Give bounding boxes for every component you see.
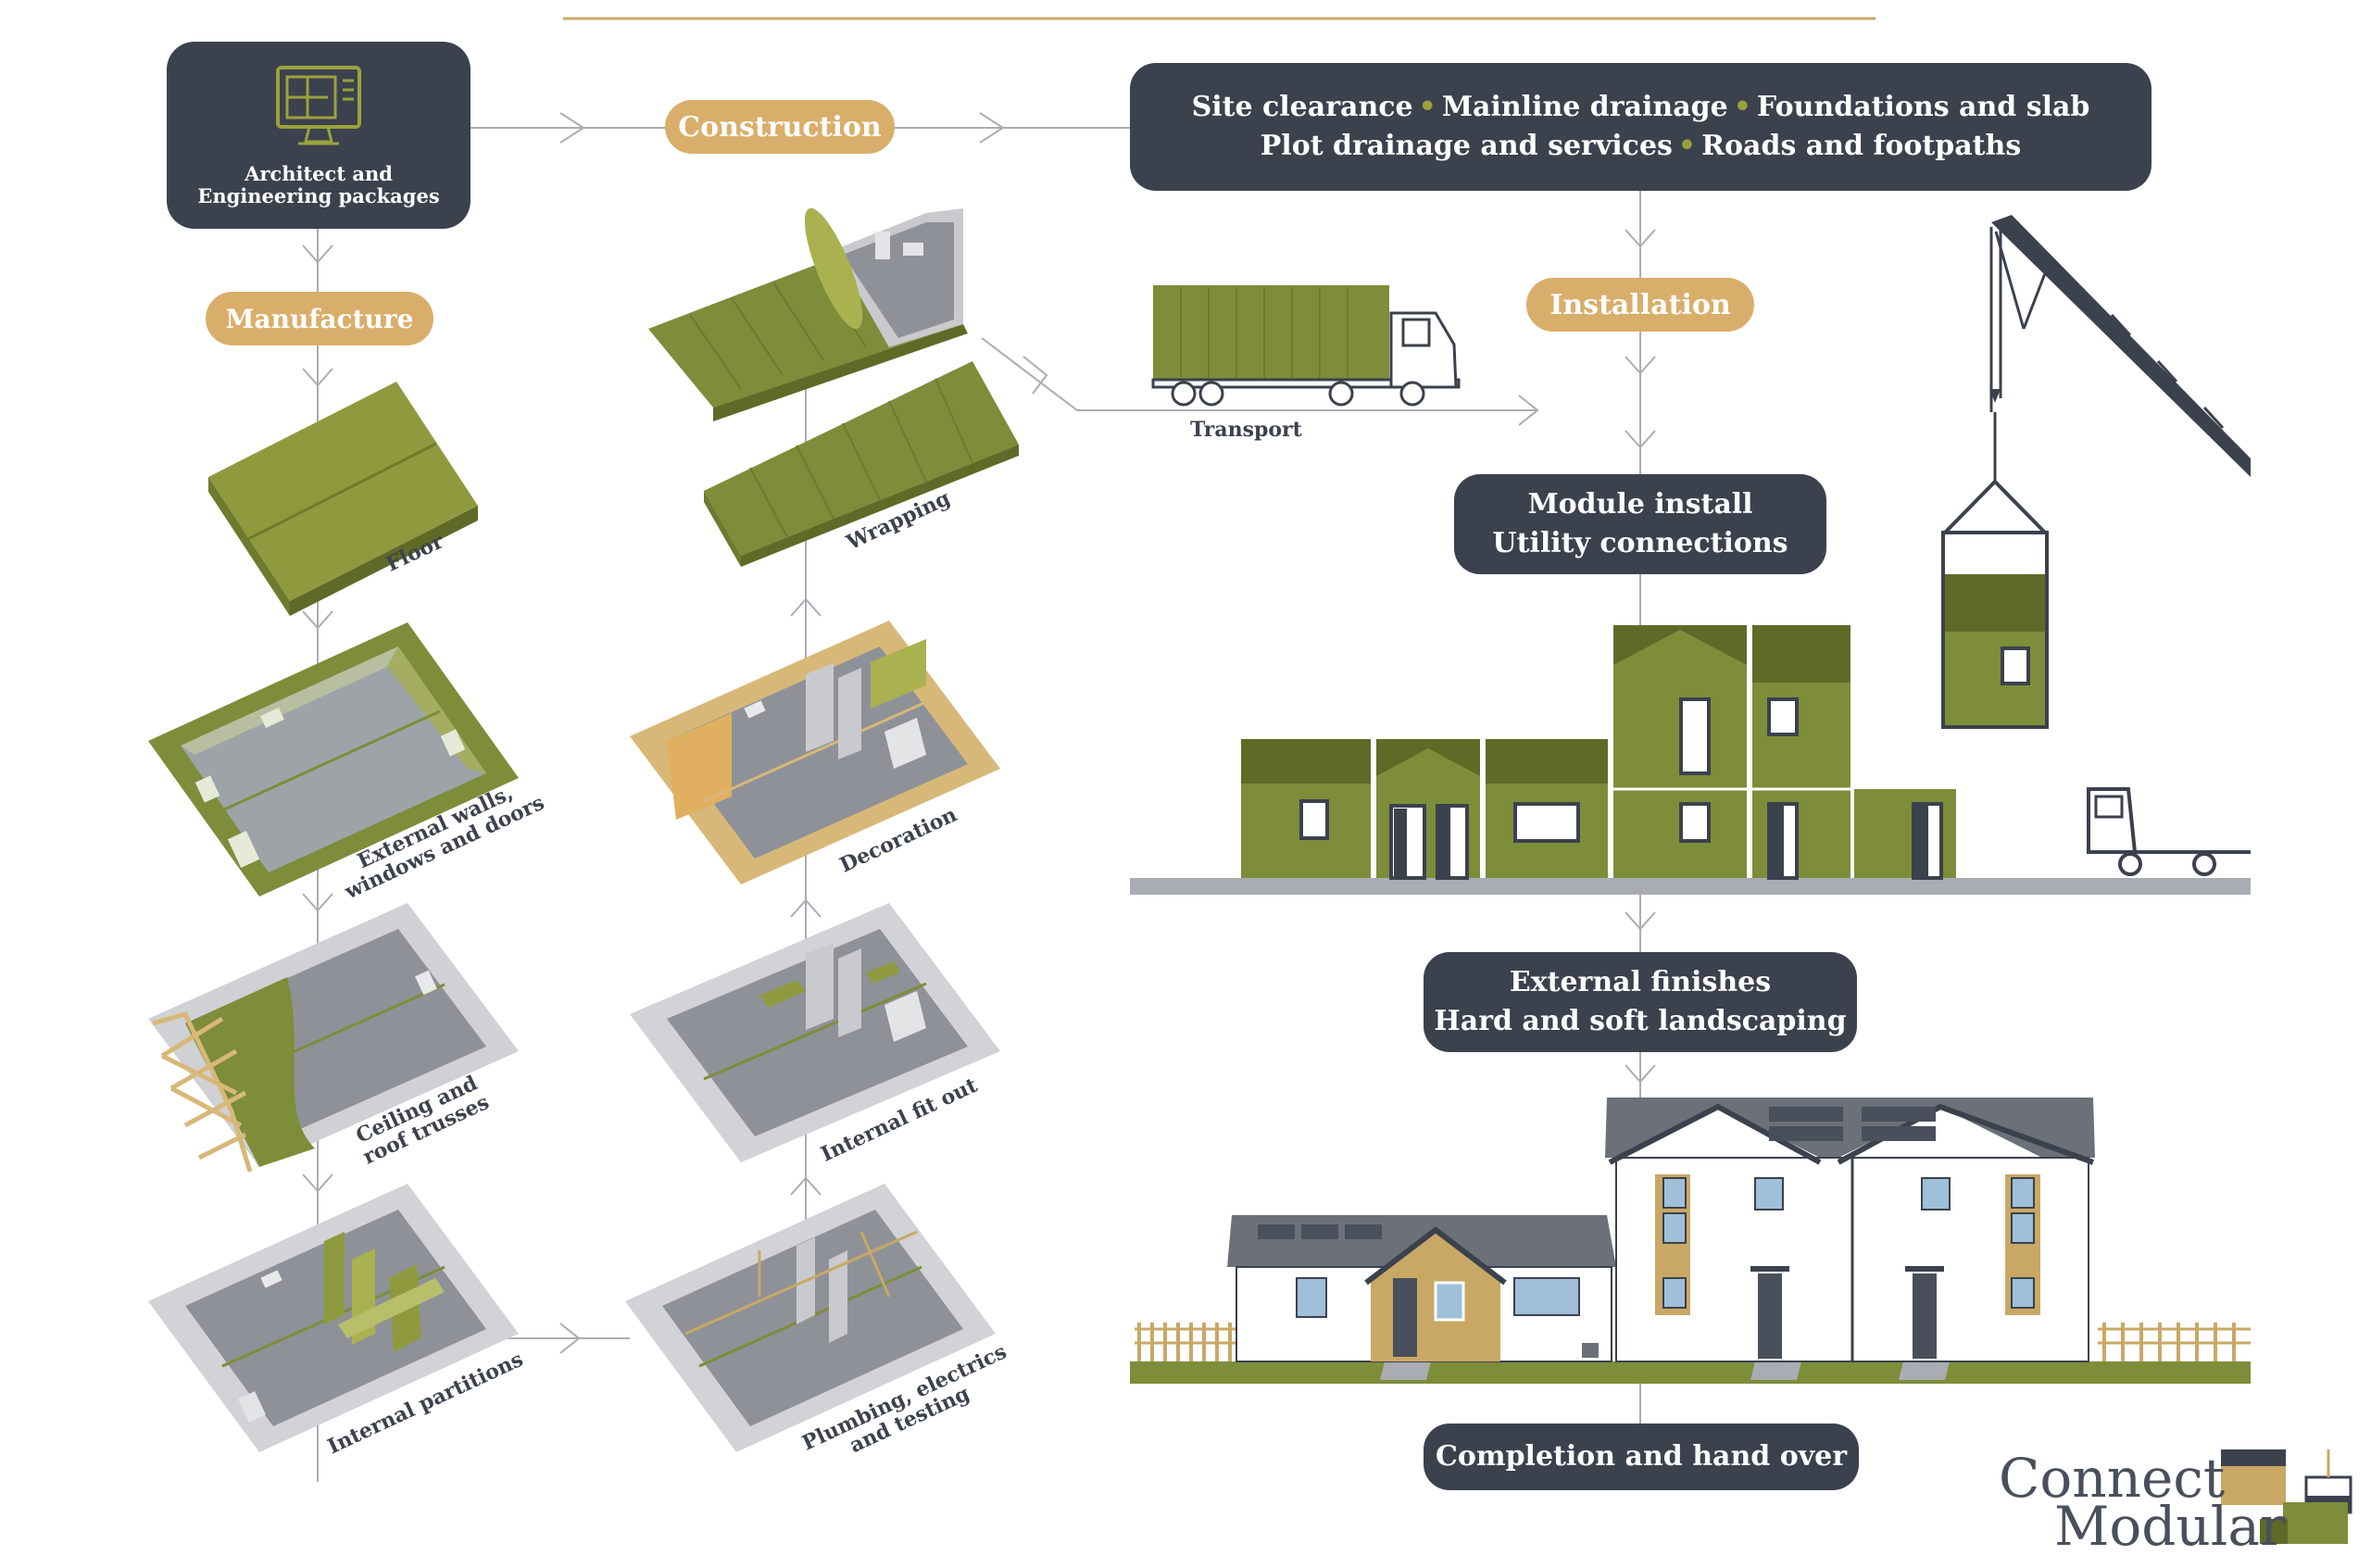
module-install-box: Module install Utility connections — [1454, 474, 1826, 574]
site-works-item3: Foundations and slab — [1756, 91, 2090, 123]
external-walls-module-icon — [148, 622, 519, 897]
computer-blueprint-icon — [276, 65, 361, 144]
plumbing-electrics-module-icon — [625, 1184, 996, 1452]
wrapping-module-icon — [648, 207, 1019, 567]
site-works-box: Site clearance•Mainline drainage•Foundat… — [1130, 63, 2151, 191]
connect-modular-logo-icon — [2221, 1449, 2352, 1544]
external-finishes-line2: Hard and soft landscaping — [1434, 1005, 1847, 1037]
architect-line1: Architect and — [245, 161, 393, 185]
small-truck-icon — [2087, 787, 2251, 876]
finished-houses-scene — [1130, 1098, 2251, 1384]
logo-line2: Modular — [2054, 1495, 2286, 1558]
external-finishes-box: External finishes Hard and soft landscap… — [1424, 952, 1857, 1052]
module-install-line1: Module install — [1527, 488, 1753, 521]
separator-dot: • — [1677, 130, 1697, 162]
stage-installation: Installation — [1526, 278, 1754, 332]
completion-box: Completion and hand over — [1424, 1424, 1859, 1490]
stage-construction: Construction — [665, 100, 895, 154]
internal-fit-out-module-icon — [630, 903, 1000, 1162]
module-install-line2: Utility connections — [1492, 527, 1788, 559]
site-works-item2: Mainline drainage — [1441, 91, 1728, 123]
architect-engineering-box: Architect and Engineering packages — [167, 42, 470, 229]
separator-dot: • — [1418, 91, 1436, 123]
decoration-module-icon — [630, 621, 1000, 884]
logo-line1: Connect — [1999, 1447, 2226, 1510]
stage-manufacture: Manufacture — [206, 292, 433, 345]
floor-module-icon — [208, 382, 478, 616]
site-works-item5: Roads and footpaths — [1701, 130, 2022, 162]
separator-dot: • — [1733, 91, 1751, 123]
ceiling-roof-trusses-module-icon — [148, 903, 519, 1173]
site-works-item1: Site clearance — [1191, 91, 1413, 123]
transport-label: Transport — [1190, 418, 1302, 442]
crane-icon — [1941, 215, 2251, 729]
logo-text: Connect Modular — [1999, 1447, 2286, 1558]
internal-partitions-module-icon — [148, 1184, 519, 1452]
transport-truck-icon — [1151, 285, 1461, 407]
module-install-scene — [1130, 625, 2251, 895]
completion-label: Completion and hand over — [1435, 1440, 1848, 1473]
site-works-item4: Plot drainage and services — [1260, 130, 1673, 162]
architect-line2: Engineering packages — [197, 183, 440, 207]
external-finishes-line1: External finishes — [1509, 966, 1772, 998]
